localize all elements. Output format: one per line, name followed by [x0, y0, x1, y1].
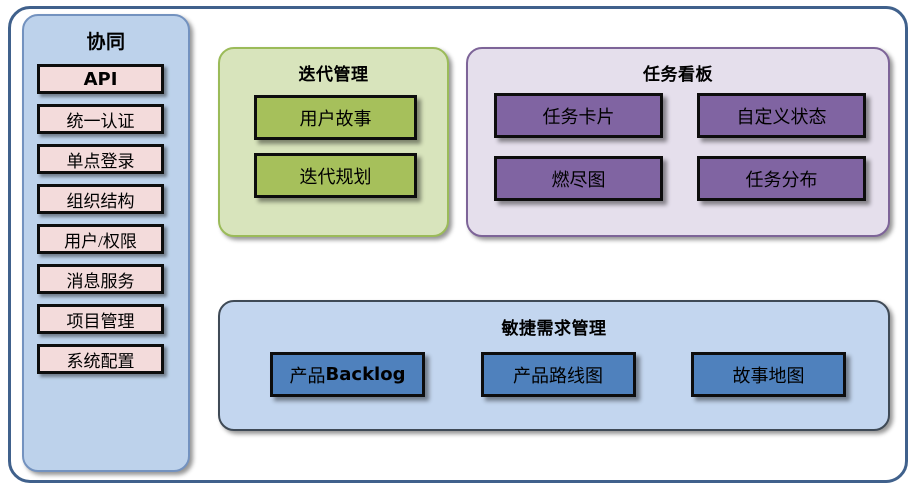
- panel-iteration-management[interactable]: 迭代管理 用户故事 迭代规划: [218, 47, 449, 237]
- node-product-roadmap[interactable]: 产品路线图: [480, 352, 636, 397]
- node-task-distribution[interactable]: 任务分布: [697, 156, 866, 201]
- sidebar-item-message-service[interactable]: 消息服务: [37, 264, 164, 294]
- node-user-story[interactable]: 用户故事: [254, 95, 417, 140]
- sidebar-item-project-management[interactable]: 项目管理: [37, 304, 164, 334]
- node-custom-status[interactable]: 自定义状态: [697, 93, 866, 138]
- sidebar-item-api[interactable]: API: [37, 64, 164, 94]
- outer-frame: [8, 6, 908, 483]
- panel-task-board[interactable]: 任务看板 任务卡片 自定义状态 燃尽图 任务分布: [466, 47, 890, 237]
- sidebar-item-user-permission[interactable]: 用户/权限: [37, 224, 164, 254]
- iteration-node-list: 用户故事 迭代规划: [254, 95, 417, 211]
- node-task-card[interactable]: 任务卡片: [494, 93, 663, 138]
- task-board-node-grid: 任务卡片 自定义状态 燃尽图 任务分布: [494, 93, 866, 201]
- panel-collaboration[interactable]: 协同 API 统一认证 单点登录 组织结构 用户/权限 消息服务 项目管理 系统…: [22, 14, 190, 472]
- node-product-backlog-bold: Backlog: [325, 364, 406, 385]
- sidebar-item-org-structure[interactable]: 组织结构: [37, 184, 164, 214]
- collaboration-item-list: API 统一认证 单点登录 组织结构 用户/权限 消息服务 项目管理 系统配置: [37, 64, 174, 384]
- sidebar-item-unified-auth[interactable]: 统一认证: [37, 104, 164, 134]
- node-burndown-chart[interactable]: 燃尽图: [494, 156, 663, 201]
- panel-iteration-management-title: 迭代管理: [298, 65, 369, 85]
- node-iteration-planning[interactable]: 迭代规划: [254, 153, 417, 198]
- sidebar-item-single-sign-on[interactable]: 单点登录: [37, 144, 164, 174]
- node-story-map[interactable]: 故事地图: [691, 352, 846, 397]
- node-product-backlog-prefix: 产品: [289, 365, 326, 386]
- panel-task-board-title: 任务看板: [643, 65, 713, 85]
- panel-agile-requirements-title: 敏捷需求管理: [501, 319, 607, 339]
- panel-collaboration-title: 协同: [86, 31, 126, 53]
- sidebar-item-system-config[interactable]: 系统配置: [37, 344, 164, 374]
